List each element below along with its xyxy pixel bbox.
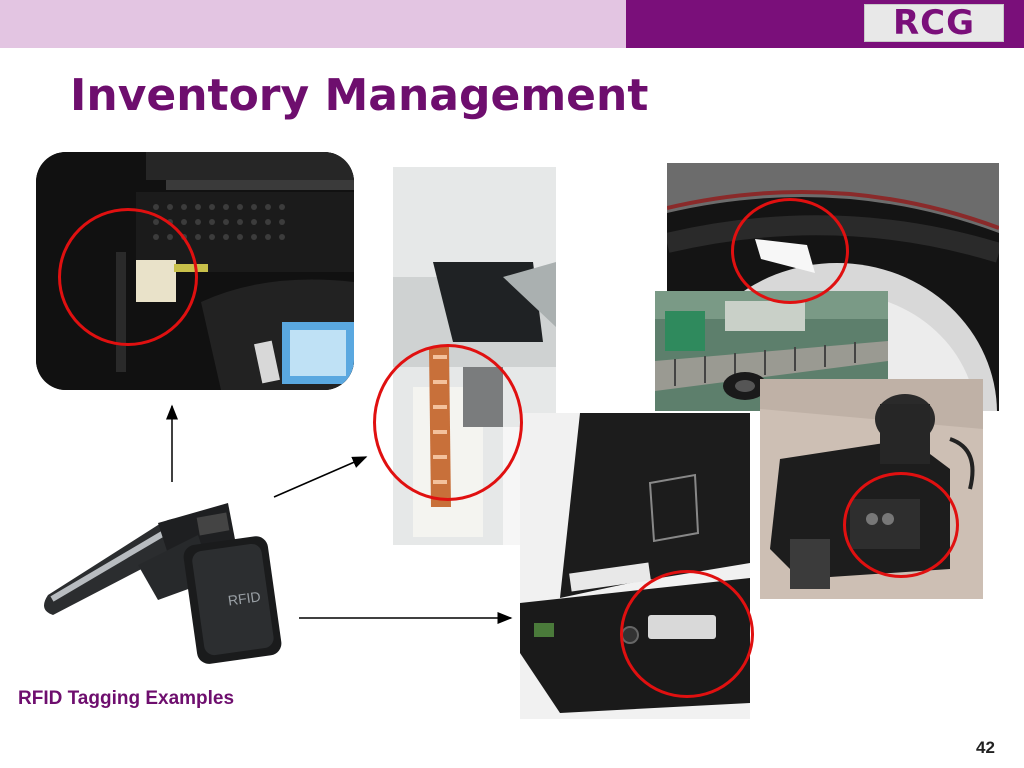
rfid-reader-device: RFID [38, 495, 288, 665]
highlight-circle-rack-tag [58, 208, 198, 346]
slide-title: Inventory Management [70, 70, 649, 121]
highlight-circle-rfid-tag [373, 344, 523, 501]
slide-caption: RFID Tagging Examples [18, 688, 235, 709]
logo-text: RCG [892, 3, 976, 43]
page-number: 42 [976, 738, 995, 757]
rcg-logo: RCG [864, 4, 1004, 42]
header-band-light [0, 0, 626, 48]
highlight-circle-tire-tag [731, 198, 849, 304]
highlight-circle-laptop-card [620, 570, 754, 698]
highlight-circle-camera-tag [843, 472, 959, 578]
arrow-diagonal [273, 456, 368, 498]
device-label: RFID [227, 588, 262, 608]
